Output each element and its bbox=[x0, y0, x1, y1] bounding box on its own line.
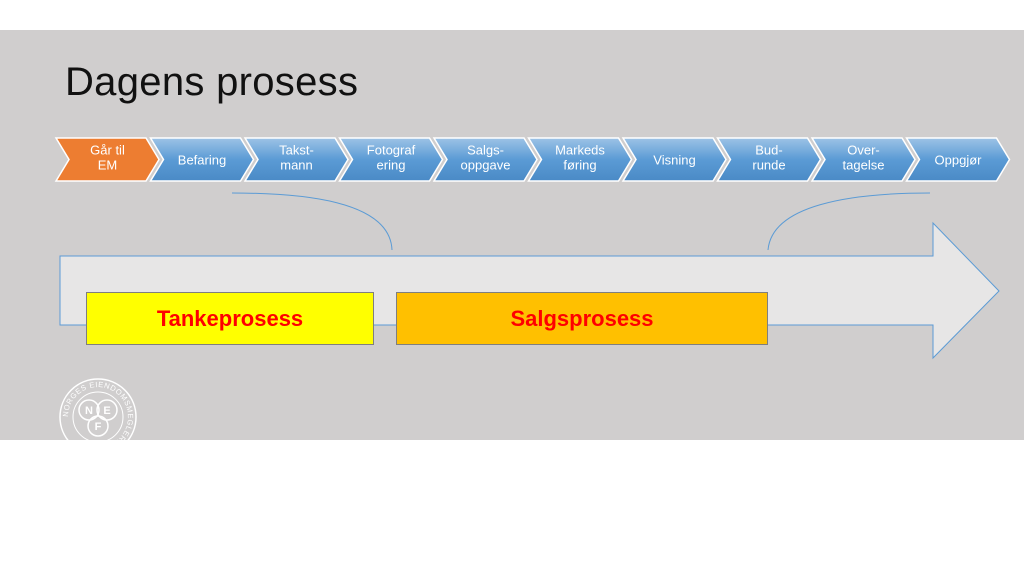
process-step-5: Salgs-oppgave bbox=[432, 137, 538, 182]
step-label: oppgave bbox=[461, 158, 511, 173]
step-label: ering bbox=[377, 158, 406, 173]
connector-curve-right bbox=[767, 192, 931, 251]
chevron-shape bbox=[810, 137, 916, 182]
step-label: Markeds bbox=[555, 143, 605, 158]
process-step-2: Befaring bbox=[149, 137, 255, 182]
logo-letter-f: F bbox=[95, 421, 102, 433]
salgsprosess-box: Salgsprosess bbox=[396, 292, 768, 345]
step-label: EM bbox=[98, 158, 118, 173]
process-step-10: Oppgjør bbox=[905, 137, 1011, 182]
process-step-8: Bud-runde bbox=[716, 137, 822, 182]
chevron-shape bbox=[149, 137, 255, 182]
step-label: Visning bbox=[653, 153, 695, 168]
step-label: Over- bbox=[847, 143, 880, 158]
step-label: runde bbox=[752, 158, 785, 173]
step-label: mann bbox=[280, 158, 313, 173]
step-label: Takst- bbox=[279, 143, 314, 158]
step-label: føring bbox=[563, 158, 596, 173]
svg-text:NORGES EIENDOMSMEGLERFORBUND: NORGES EIENDOMSMEGLERFORBUND bbox=[61, 380, 135, 454]
step-label: Salgs- bbox=[467, 143, 504, 158]
chevron-shape bbox=[527, 137, 633, 182]
step-label: tagelse bbox=[843, 158, 885, 173]
chevron-shape bbox=[338, 137, 444, 182]
chevron-shape bbox=[716, 137, 822, 182]
nef-logo: NORGES EIENDOMSMEGLERFORBUND N E F bbox=[59, 378, 137, 456]
step-label: Oppgjør bbox=[935, 153, 983, 168]
step-label: Fotograf bbox=[367, 143, 416, 158]
chevron-shape bbox=[54, 137, 160, 182]
slide-title: Dagens prosess bbox=[65, 60, 359, 104]
chevron-shape bbox=[621, 137, 727, 182]
tankeprosess-box: Tankeprosess bbox=[86, 292, 374, 345]
process-step-3: Takst-mann bbox=[243, 137, 349, 182]
process-step-9: Over-tagelse bbox=[810, 137, 916, 182]
logo-letter-n: N bbox=[85, 405, 93, 417]
connector-curve-left bbox=[231, 192, 393, 251]
step-label: Befaring bbox=[178, 153, 226, 168]
chevron-shape bbox=[243, 137, 349, 182]
step-label: Går til bbox=[90, 143, 125, 158]
process-step-7: Visning bbox=[621, 137, 727, 182]
logo-ring-text: NORGES EIENDOMSMEGLERFORBUND bbox=[61, 380, 135, 454]
step-label: Bud- bbox=[755, 143, 782, 158]
chevron-shape bbox=[432, 137, 538, 182]
logo-letter-e: E bbox=[103, 405, 110, 417]
chevron-shape bbox=[905, 137, 1011, 182]
